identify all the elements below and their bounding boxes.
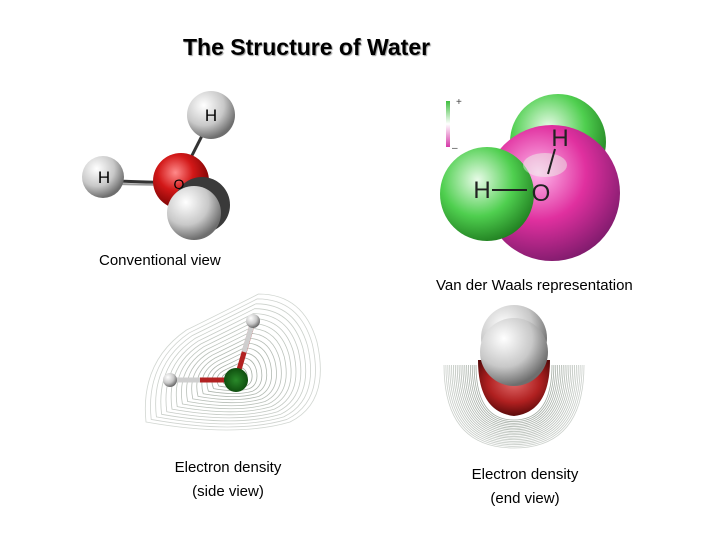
side-contour-line bbox=[191, 337, 277, 404]
end-contour-line bbox=[469, 364, 559, 426]
end-contour-line bbox=[453, 364, 575, 441]
vdw-bond-top bbox=[547, 148, 556, 175]
charge-scale-bar bbox=[446, 101, 450, 147]
atom-label-h-left: H bbox=[98, 168, 110, 187]
density-end-view bbox=[443, 305, 585, 449]
side-contour-line bbox=[186, 332, 282, 407]
end-contour-line bbox=[456, 364, 572, 437]
side-contours bbox=[144, 293, 321, 431]
side-contour-line bbox=[144, 293, 321, 431]
charge-scale-plus: + bbox=[456, 97, 462, 108]
density-side-view bbox=[144, 293, 321, 431]
atom-label-o: O bbox=[174, 176, 185, 192]
end-contour-line bbox=[475, 364, 553, 421]
end-hydrogen-front bbox=[480, 318, 548, 386]
end-contours bbox=[443, 364, 585, 449]
side-contour-line bbox=[201, 347, 268, 398]
caption-side-view: Electron density (side view) bbox=[158, 456, 298, 504]
page-title: The Structure of Water bbox=[183, 34, 431, 60]
caption-side-line2: (side view) bbox=[192, 483, 264, 500]
side-contour-line bbox=[170, 318, 297, 416]
end-contour-line bbox=[464, 364, 564, 431]
side-contour-line bbox=[175, 322, 292, 413]
hydrogen-atom-left bbox=[82, 156, 124, 198]
vdw-view-model: + – H H O bbox=[440, 94, 620, 261]
end-contour-line bbox=[462, 364, 566, 432]
hydrogen-atom-front bbox=[167, 186, 221, 240]
vdw-label-h-left: H bbox=[473, 177, 490, 204]
end-contour-line bbox=[445, 364, 583, 447]
conventional-view-model: H H O bbox=[82, 91, 235, 240]
vdw-label-h-top: H bbox=[551, 125, 568, 152]
charge-scale-minus: – bbox=[452, 143, 458, 154]
side-contour-line bbox=[181, 327, 287, 410]
caption-end-line1: Electron density bbox=[471, 466, 579, 483]
vdw-hydrogen-left bbox=[440, 147, 534, 241]
vdw-label-o: O bbox=[532, 180, 551, 207]
side-contour-line bbox=[165, 313, 302, 419]
caption-conventional-view: Conventional view bbox=[99, 252, 221, 269]
end-contour-line bbox=[468, 364, 560, 427]
end-contour-line bbox=[471, 364, 557, 424]
end-contour-line bbox=[473, 364, 555, 423]
end-contour-line bbox=[451, 364, 577, 442]
side-contour-line bbox=[196, 342, 273, 401]
side-contour-line bbox=[160, 308, 307, 422]
vdw-highlight bbox=[523, 153, 567, 177]
caption-end-line2: (end view) bbox=[490, 490, 560, 507]
caption-end-view: Electron density (end view) bbox=[455, 463, 595, 511]
end-contour-line bbox=[447, 364, 581, 446]
end-contour-line bbox=[466, 364, 562, 429]
end-contour-line bbox=[454, 364, 574, 439]
side-hydrogen-left bbox=[163, 373, 177, 387]
side-contour-line bbox=[150, 298, 316, 428]
hydrogen-atom-top bbox=[187, 91, 235, 139]
side-contour-line bbox=[206, 352, 263, 394]
end-contour-line bbox=[458, 364, 570, 436]
end-contour-line bbox=[443, 364, 585, 449]
end-contour-line bbox=[460, 364, 568, 434]
side-hydrogen-top bbox=[246, 314, 260, 328]
caption-van-der-waals: Van der Waals representation bbox=[436, 277, 633, 294]
atom-label-h-top: H bbox=[205, 106, 217, 125]
caption-side-line1: Electron density bbox=[174, 459, 282, 476]
side-contour-line bbox=[155, 303, 311, 425]
side-contour-line bbox=[211, 357, 258, 391]
side-oxygen-core bbox=[224, 368, 248, 392]
end-contour-line bbox=[449, 364, 579, 444]
